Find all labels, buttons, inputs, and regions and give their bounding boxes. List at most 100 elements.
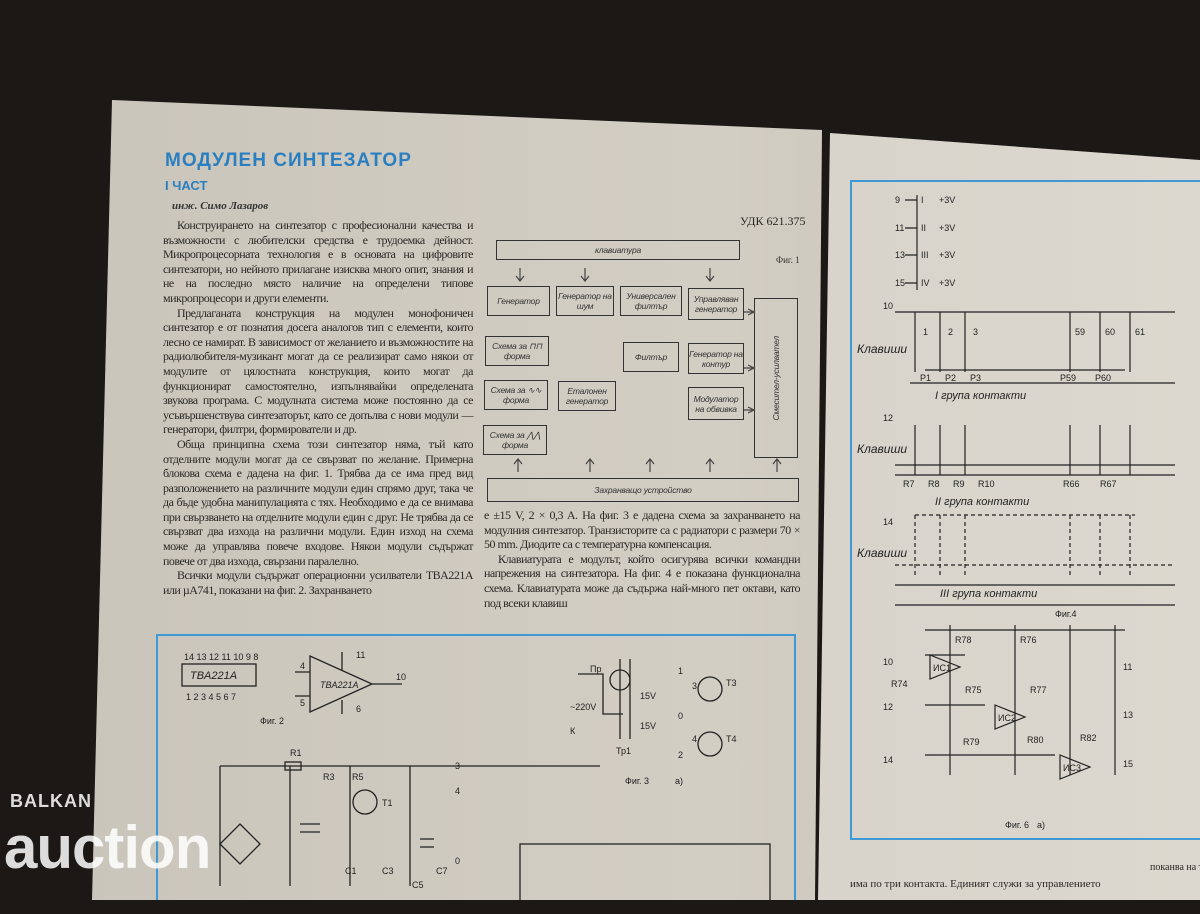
keys-label: Клавиши <box>857 546 907 560</box>
block: Универсален филтър <box>620 286 682 316</box>
figure-2-label: Фиг. 2 <box>260 716 284 726</box>
node-label: 13 <box>1123 710 1133 720</box>
figure-4-label: Фиг.4 <box>1055 609 1077 619</box>
part-label: R3 <box>323 772 335 782</box>
transistor-label: Т3 <box>726 678 737 688</box>
block-power-supply: Захранващо устройство <box>487 478 799 502</box>
pin-label: 6 <box>356 704 361 714</box>
group-node: 10 <box>883 301 893 311</box>
node-label: 15 <box>1123 759 1133 769</box>
resistor-label: R67 <box>1100 479 1117 489</box>
voltage-label: 15V <box>640 721 656 731</box>
schematics-frame <box>156 634 796 900</box>
diagram-arrows <box>513 268 782 472</box>
part-label: C5 <box>412 880 424 890</box>
roman-label: II <box>921 223 926 233</box>
resistor-label: R7 <box>903 479 915 489</box>
resistor-label: R10 <box>978 479 995 489</box>
roman-label: III <box>921 250 929 260</box>
part-label: C7 <box>436 866 448 876</box>
block: Генератор на шум <box>556 286 614 316</box>
group-node: 12 <box>883 413 893 423</box>
opamp-name: TBA221A <box>320 680 359 690</box>
group-label: III група контакти <box>940 588 1037 600</box>
bottom-text-right: поканва на тример <box>1150 862 1200 873</box>
node-label: 12 <box>883 702 893 712</box>
resistor-label: P2 <box>945 373 956 383</box>
resistor-label: P59 <box>1060 373 1076 383</box>
group-label: II група контакти <box>935 496 1029 508</box>
text-column-2: е ±15 V, 2 × 0,3 A. На фиг. 3 е дадена с… <box>484 508 801 610</box>
resistor-label: R66 <box>1063 479 1080 489</box>
resistor-label: R74 <box>891 679 908 689</box>
figure-1-label: Фиг. 1 <box>776 255 800 265</box>
supply-label: +3V <box>939 223 955 233</box>
switch-label: К <box>570 726 576 736</box>
chip-outline <box>181 663 257 687</box>
resistor-label: P3 <box>970 373 981 383</box>
contact-label: 61 <box>1135 327 1145 337</box>
pin-label: 5 <box>300 698 305 708</box>
chip-name: TBA221A <box>190 670 237 682</box>
resistor-label: R80 <box>1027 735 1044 745</box>
supply-node: 9 <box>895 195 900 205</box>
resistor-label: P1 <box>920 373 931 383</box>
roman-label: I <box>921 195 924 205</box>
block-mixer: Смесител-усилвател <box>754 298 798 458</box>
group-node: 14 <box>883 517 893 527</box>
pin-label: 4 <box>300 661 305 671</box>
chip-label: ИС3 <box>1063 763 1081 773</box>
chip-pins-top: 14 13 12 11 10 9 8 <box>184 652 258 662</box>
pin-label: 10 <box>396 672 406 682</box>
part-label: Т1 <box>382 798 393 808</box>
node-label: 2 <box>678 750 683 760</box>
resistor-label: R9 <box>953 479 965 489</box>
watermark-auction: auction <box>4 814 211 881</box>
supply-node: 13 <box>895 250 905 260</box>
resistor-label: R76 <box>1020 635 1037 645</box>
chip-pins-bottom: 1 2 3 4 5 6 7 <box>186 692 236 702</box>
keyboard-schematic: 9 11 13 15 I II III IV +3V +3V +3V +3V 1… <box>857 195 1175 830</box>
resistor-label: R79 <box>963 737 980 747</box>
figure-3-label: Фиг. 3 <box>625 776 649 786</box>
text-column-1: Конструирането на синтезатор с професион… <box>163 218 474 597</box>
mains-label: ~220V <box>570 702 596 712</box>
node-label: 3 <box>455 761 460 771</box>
article-part: I ЧАСТ <box>165 178 208 193</box>
node-label: 1 <box>678 666 683 676</box>
paragraph: Предлаганата конструкция на модулен моно… <box>163 305 474 437</box>
block: Генератор на контур <box>688 343 744 374</box>
node-label: 4 <box>692 734 697 744</box>
supply-label: +3V <box>939 278 955 288</box>
node-label: 0 <box>455 856 460 866</box>
part-label: C1 <box>345 866 357 876</box>
block: Филтър <box>623 342 679 372</box>
bottom-text: има по три контакта. Единият служи за уп… <box>850 878 1101 890</box>
opamp-triangle <box>309 654 374 714</box>
paragraph: Конструирането на синтезатор с професион… <box>163 218 474 305</box>
resistor-label: R78 <box>955 635 972 645</box>
figure-3-sub: а) <box>675 776 683 786</box>
fuse-label: Пр <box>590 664 601 674</box>
block: Еталонен генератор <box>558 381 616 411</box>
chip-label: ИС1 <box>933 663 951 673</box>
transistor-label: Т4 <box>726 734 737 744</box>
resistor-label: R75 <box>965 685 982 695</box>
node-label: 4 <box>455 786 460 796</box>
group-label: I група контакти <box>935 390 1026 402</box>
paragraph: Всички модули съдържат операционни усилв… <box>163 568 474 597</box>
resistor-label: R82 <box>1080 733 1097 743</box>
pin-label: 11 <box>356 650 365 660</box>
block: Схема за ⋀⋀ форма <box>483 425 547 455</box>
contact-label: 3 <box>973 327 978 337</box>
node-label: 0 <box>678 711 683 721</box>
article-author: инж. Симо Лазаров <box>172 200 269 212</box>
node-label: 3 <box>692 681 697 691</box>
paragraph: е ±15 V, 2 × 0,3 A. На фиг. 3 е дадена с… <box>484 508 801 552</box>
udk-code: УДК 621.375 <box>740 214 806 228</box>
block: Схема за ∿∿ форма <box>484 380 548 410</box>
figure-6-label: Фиг. 6 <box>1005 820 1029 830</box>
resistor-label: P60 <box>1095 373 1111 383</box>
